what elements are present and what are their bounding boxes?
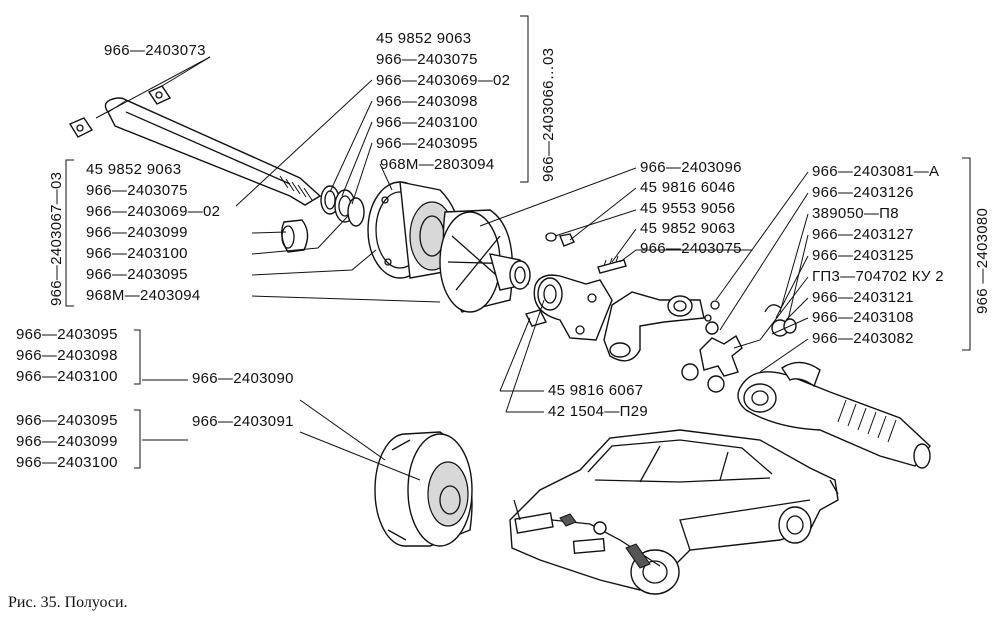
label-mid-2: 45 9553 9056 — [640, 200, 736, 217]
label-g2-5: 966—2403095 — [86, 266, 188, 283]
label-g1-4: 966—2403100 — [376, 114, 478, 131]
label-set2-1: 966—2403099 — [16, 433, 118, 450]
label-set2-result: 966—2403091 — [192, 413, 294, 430]
label-g1-1: 966—2403075 — [376, 51, 478, 68]
label-g1-5: 966—2403095 — [376, 135, 478, 152]
label-set2-2: 966—2403100 — [16, 454, 118, 471]
label-mid-4: 966—2403075 — [640, 240, 742, 257]
joint-fork — [603, 291, 705, 362]
label-mid-3: 45 9852 9063 — [640, 220, 736, 237]
bushing — [281, 219, 309, 253]
label-bottom-mid-0: 45 9816 6067 — [548, 382, 644, 399]
leader-lines — [95, 56, 809, 481]
bearing-stack — [320, 185, 365, 227]
label-mid-1: 45 9816 6046 — [640, 179, 736, 196]
nut-square-1 — [68, 117, 94, 138]
label-right-7: 966—2403108 — [812, 309, 914, 326]
cover-plate — [439, 209, 531, 313]
label-g2-2: 966—2403069—02 — [86, 203, 221, 220]
label-right-3: 966—2403127 — [812, 226, 914, 243]
label-g1-vertical: 966—2403066…03 — [540, 47, 557, 182]
label-set1-result: 966—2403090 — [192, 370, 294, 387]
washers-mid — [545, 232, 627, 274]
label-g1-6: 968M—2803094 — [380, 156, 495, 173]
label-right-vertical: 966 —2403080 — [974, 207, 991, 314]
label-g2-4: 966—2403100 — [86, 245, 188, 262]
label-g1-0: 45 9852 9063 — [376, 30, 472, 47]
label-set2-0: 966—2403095 — [16, 412, 118, 429]
label-right-5: ГП3—704702 КУ 2 — [812, 268, 944, 285]
label-set1-2: 966—2403100 — [16, 368, 118, 385]
label-g2-6: 968M—2403094 — [86, 287, 201, 304]
label-g2-vertical: 966—2403067—03 — [48, 171, 65, 306]
label-right-2: 389050—П8 — [812, 205, 899, 222]
label-right-4: 966—2403125 — [812, 247, 914, 264]
label-set1-0: 966—2403095 — [16, 326, 118, 343]
label-g1-2: 966—2403069—02 — [376, 72, 511, 89]
label-mid-0: 966—2403096 — [640, 159, 742, 176]
label-right-0: 966—2403081—A — [812, 163, 940, 180]
label-2403073: 966—2403073 — [104, 42, 206, 59]
label-bottom-mid-1: 42 1504—П29 — [548, 403, 648, 420]
figure-caption: Рис. 35. Полуоси. — [8, 594, 128, 611]
label-g1-3: 966—2403098 — [376, 93, 478, 110]
group-brackets — [65, 15, 971, 469]
nut-square-2 — [147, 85, 172, 105]
car-illustration — [509, 429, 839, 595]
label-g2-1: 966—2403075 — [86, 182, 188, 199]
label-right-1: 966—2403126 — [812, 184, 914, 201]
label-right-8: 966—2403082 — [812, 330, 914, 347]
axle-shaft — [104, 97, 322, 206]
label-right-6: 966—2403121 — [812, 289, 914, 306]
label-g2-0: 45 9852 9063 — [86, 161, 182, 178]
label-set1-1: 966—2403098 — [16, 347, 118, 364]
spider-cross — [681, 300, 743, 393]
hub-assembly — [374, 431, 473, 547]
flange-yoke — [524, 274, 613, 341]
output-shaft — [737, 361, 931, 469]
label-g2-3: 966—2403099 — [86, 224, 188, 241]
